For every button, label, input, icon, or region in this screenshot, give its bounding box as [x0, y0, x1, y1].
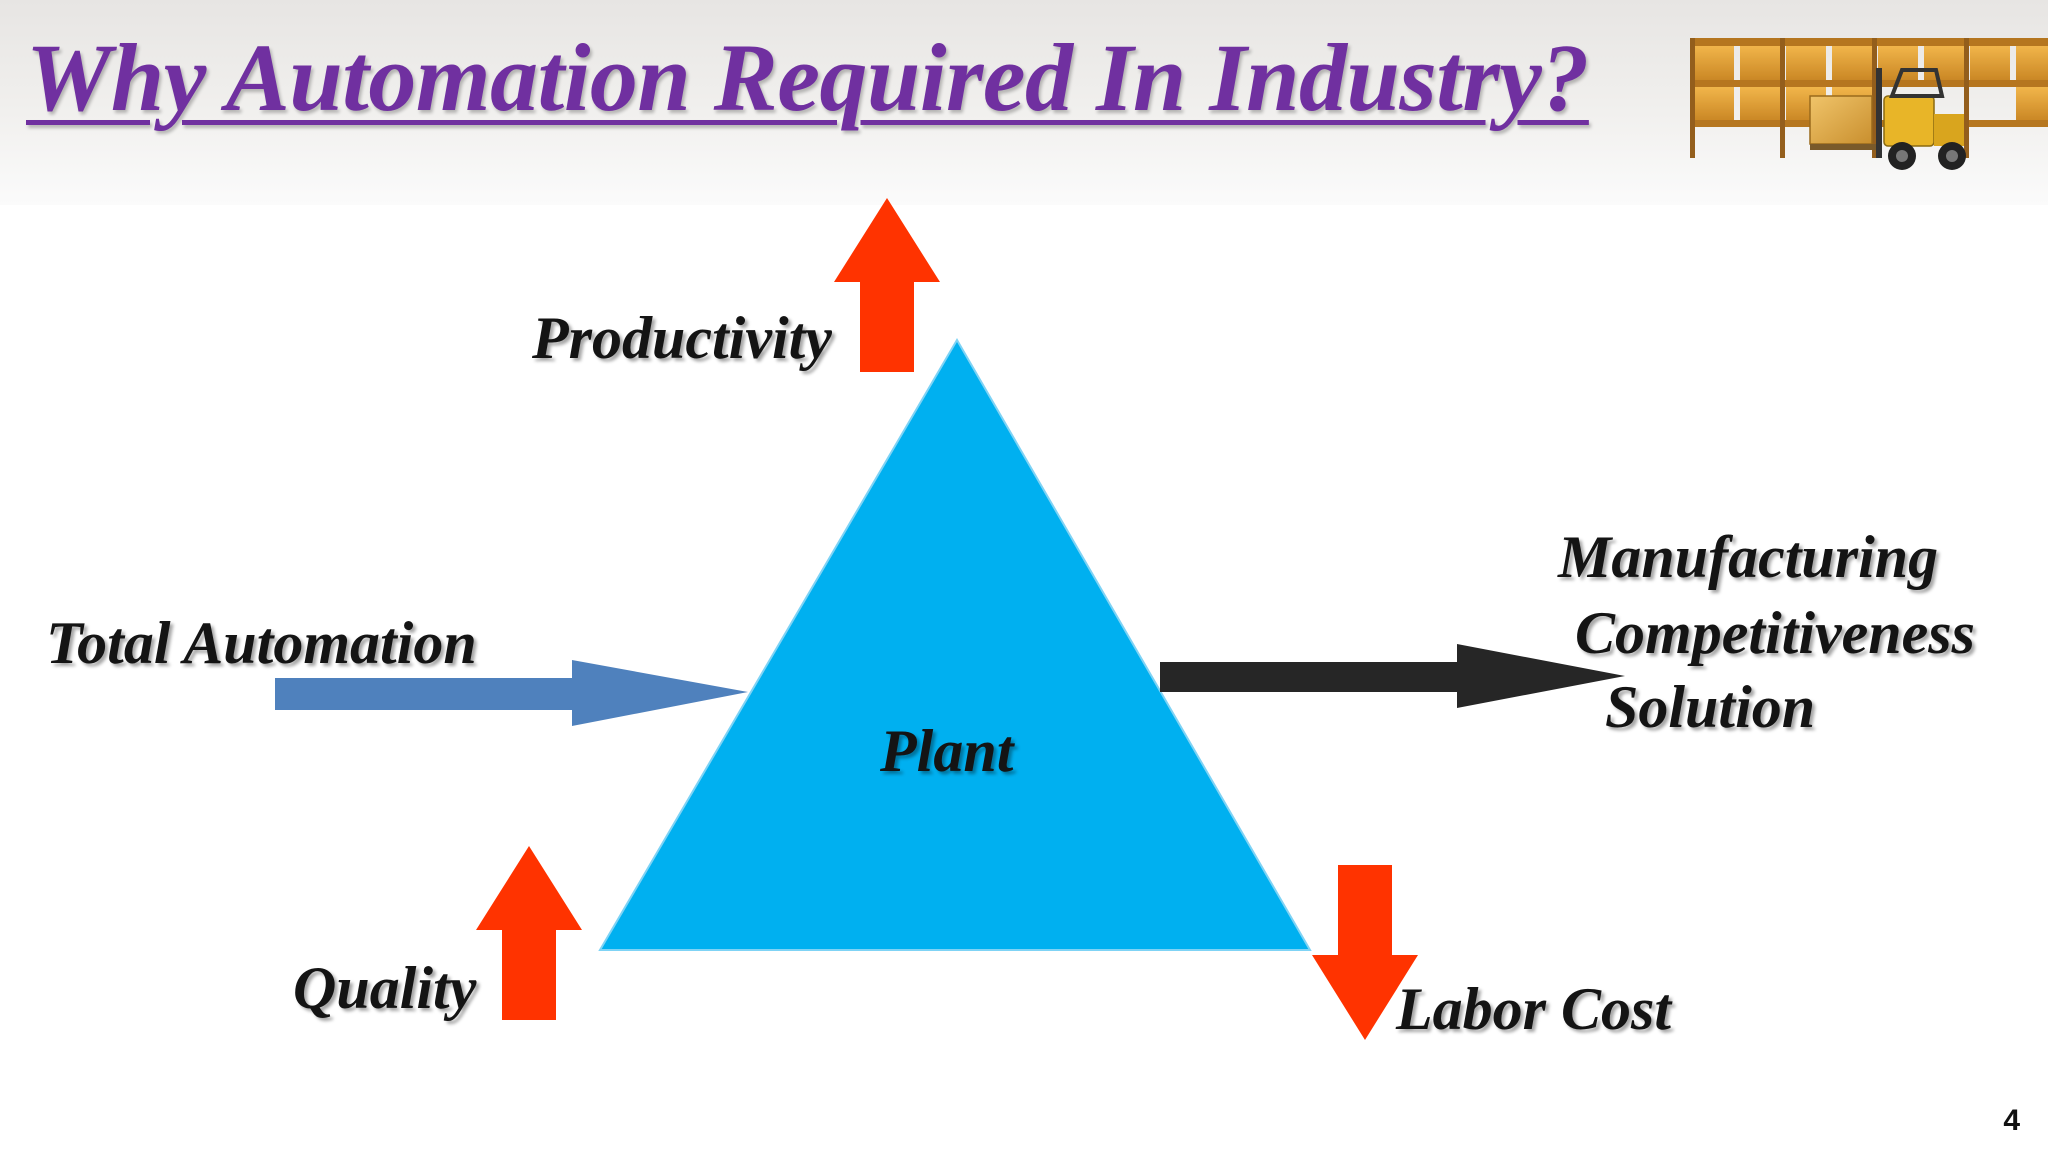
output-right-arrow-icon: [1160, 644, 1625, 708]
output-label-line-1: Manufacturing: [1558, 524, 1939, 590]
productivity-up-arrow-icon: [834, 198, 940, 372]
output-label-line-3: Solution: [1605, 674, 1816, 740]
plant-label: Plant: [880, 718, 1014, 784]
warehouse-forklift-image: [1690, 38, 2048, 170]
productivity-label: Productivity: [532, 305, 832, 371]
quality-up-arrow-icon: [476, 846, 582, 1020]
page-number: 4: [2003, 1104, 2020, 1137]
plant-triangle: [598, 338, 1312, 951]
total-automation-label: Total Automation: [46, 610, 477, 676]
output-label-line-2: Competitiveness: [1575, 600, 1975, 666]
slide-title: Why Automation Required In Industry?: [26, 24, 1589, 131]
quality-label: Quality: [293, 955, 477, 1021]
input-right-arrow-icon: [275, 660, 748, 726]
labor-cost-label: Labor Cost: [1396, 976, 1672, 1042]
labor-cost-down-arrow-icon: [1312, 865, 1418, 1040]
